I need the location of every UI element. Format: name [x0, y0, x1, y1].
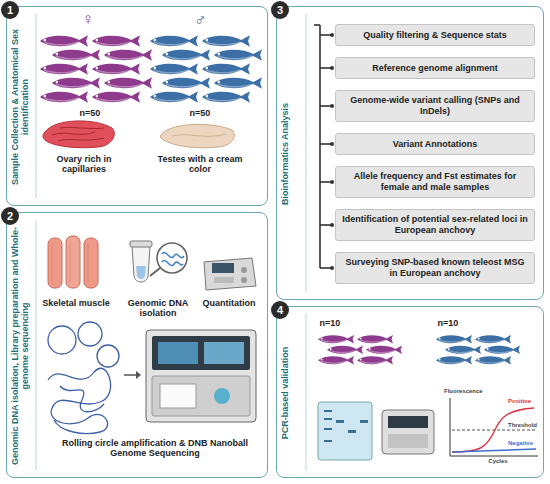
- panel-side-label: Sample Collection & Anatomical Sex ident…: [11, 15, 31, 199]
- tree-branch: [319, 25, 321, 268]
- step-panel: Sample Collection & Anatomical Sex ident…: [6, 6, 268, 206]
- process-text: Variant Annotations: [393, 139, 478, 150]
- process-box: Genome-wide variant calling (SNPs and In…: [335, 90, 535, 122]
- step-number: 1: [1, 1, 19, 19]
- anchovy-fish: [202, 91, 250, 103]
- axis-label: Cycles: [478, 458, 518, 465]
- sample-size: n=10: [312, 318, 348, 328]
- process-text: Genome-wide variant calling (SNPs and In…: [342, 95, 528, 117]
- process-box: Variant Annotations: [335, 133, 535, 155]
- caption: Rolling circle amplification & DNB Nanob…: [50, 438, 260, 459]
- branch-dot: [330, 266, 334, 270]
- anchovy-fish: [92, 63, 140, 75]
- process-box: Allele frequency and Fst estimates for f…: [335, 166, 535, 198]
- step-number: 3: [271, 1, 289, 19]
- branch-dot: [330, 223, 334, 227]
- anchovy-fish: [92, 35, 140, 47]
- anchovy-fish: [318, 356, 354, 365]
- sample-size: n=50: [70, 108, 110, 118]
- caption: Quantitation: [194, 298, 264, 308]
- anchovy-fish: [436, 335, 472, 344]
- anchovy-fish: [327, 345, 363, 354]
- branch-dot: [330, 142, 334, 146]
- branch-dot: [330, 104, 334, 108]
- female-symbol: ♀: [78, 10, 98, 30]
- step-number: 4: [271, 301, 289, 319]
- anchovy-fish: [150, 91, 198, 103]
- branch-dot: [330, 66, 334, 70]
- curve-label: Negative: [508, 440, 542, 447]
- process-text: Reference genome alignment: [372, 63, 498, 74]
- panel-side-label: Bioinformatics Analysis: [281, 15, 291, 293]
- process-box: Surveying SNP-based known teleost MSG in…: [335, 252, 535, 284]
- process-text: Quality filtering & Sequence stats: [363, 30, 507, 41]
- anchovy-fish: [445, 345, 481, 354]
- anchovy-fish: [366, 345, 402, 354]
- step-panel: Bioinformatics Analysis Quality filtering…: [276, 6, 544, 300]
- step-panel: PCR-based validation: [276, 306, 544, 478]
- panel-side-label: PCR-based validation: [281, 315, 291, 471]
- step-number-text: 3: [271, 1, 289, 19]
- anchovy-fish: [475, 356, 511, 365]
- process-text: Surveying SNP-based known teleost MSG in…: [342, 257, 528, 279]
- step-number: 2: [1, 207, 19, 225]
- process-box: Identification of potential sex-related …: [335, 209, 535, 241]
- anchovy-fish: [484, 345, 520, 354]
- sample-size: n=50: [180, 108, 220, 118]
- anchovy-fish: [214, 77, 262, 89]
- anchovy-fish: [214, 49, 262, 61]
- anchovy-fish: [357, 356, 393, 365]
- step-number-text: 1: [1, 1, 19, 19]
- step-number-text: 2: [1, 207, 19, 225]
- anchovy-fish: [92, 91, 140, 103]
- anchovy-fish: [40, 35, 88, 47]
- tree-branch: [314, 24, 320, 26]
- panel-side-label: Genomic DNA isolation, Library preparati…: [11, 221, 31, 471]
- caption: Testes with a cream color: [150, 154, 250, 175]
- curve-label: Threshold: [508, 422, 542, 429]
- anchovy-fish: [202, 63, 250, 75]
- anchovy-fish: [150, 35, 198, 47]
- process-text: Allele frequency and Fst estimates for f…: [342, 171, 528, 193]
- anchovy-fish: [104, 49, 152, 61]
- sample-size: n=10: [430, 318, 466, 328]
- anchovy-fish: [318, 335, 354, 344]
- anchovy-fish: [162, 77, 210, 89]
- process-text: Identification of potential sex-related …: [342, 214, 528, 236]
- caption: Genomic DNA isolation: [120, 298, 196, 319]
- anchovy-fish: [52, 49, 100, 61]
- caption: Skeletal muscle: [38, 298, 114, 308]
- branch-dot: [330, 180, 334, 184]
- anchovy-fish: [150, 63, 198, 75]
- branch-dot: [330, 33, 334, 37]
- curve-label: Positive: [508, 398, 542, 405]
- anchovy-fish: [52, 77, 100, 89]
- caption: Ovary rich in capillaries: [38, 154, 130, 175]
- axis-label: Fluorescence: [444, 388, 494, 395]
- anchovy-fish: [202, 35, 250, 47]
- anchovy-fish: [475, 335, 511, 344]
- anchovy-fish: [436, 356, 472, 365]
- anchovy-fish: [40, 91, 88, 103]
- male-symbol: ♂: [190, 10, 210, 30]
- anchovy-fish: [104, 77, 152, 89]
- anchovy-fish: [40, 63, 88, 75]
- anchovy-fish: [357, 335, 393, 344]
- step-number-text: 4: [271, 301, 289, 319]
- process-box: Quality filtering & Sequence stats: [335, 24, 535, 46]
- anchovy-fish: [162, 49, 210, 61]
- process-box: Reference genome alignment: [335, 57, 535, 79]
